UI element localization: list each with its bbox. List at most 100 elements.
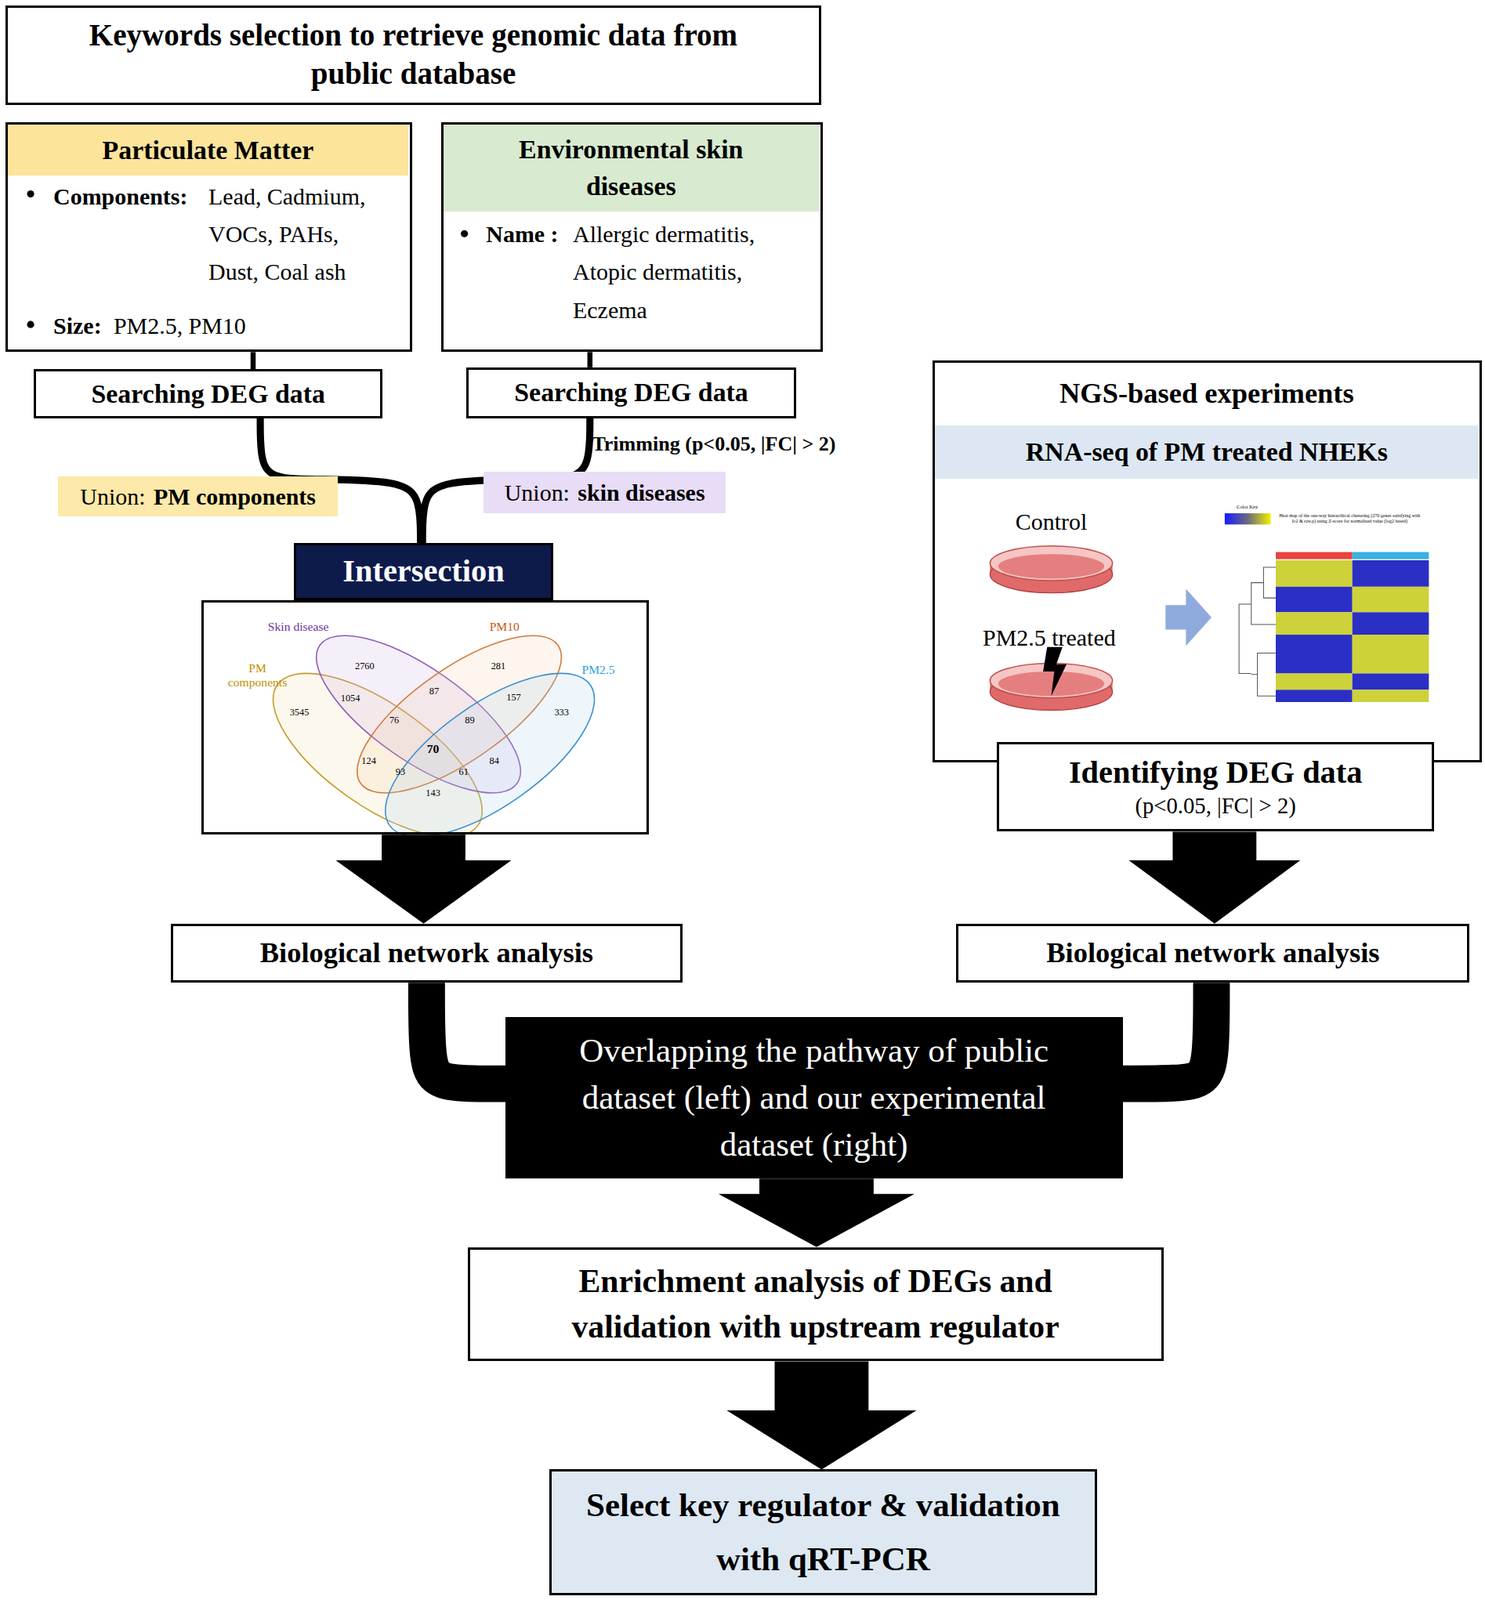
connector-line (587, 351, 594, 368)
node-text: 281 (491, 659, 507, 672)
heatmap-cell (1275, 673, 1353, 691)
group-bar (1275, 552, 1353, 560)
petri-dish (989, 546, 1112, 581)
heatmap-cell (1352, 673, 1430, 691)
annotation-label: Heat map of the one-way hierarchical clu… (1275, 513, 1424, 525)
union-tag: Union:skin diseases (483, 471, 726, 514)
connector-line (426, 982, 508, 1084)
process-box: Searching DEG data (466, 367, 797, 419)
node-text: 61 (458, 766, 468, 779)
title-box: Keywords selection to retrieve genomic d… (5, 5, 823, 106)
bullet (27, 190, 35, 198)
node-text: Enrichment analysis of DEGs and validati… (509, 1258, 1122, 1351)
node-text: Searching DEG data (514, 376, 749, 410)
annotation-label: Control (1015, 507, 1087, 537)
node-text: 70 (427, 742, 440, 757)
connector-line (1172, 831, 1257, 861)
node-text: NGS-based experiments (934, 373, 1478, 414)
node-text: Allergic dermatitis, Atopic dermatitis, … (572, 215, 793, 330)
connector (1119, 982, 1212, 1084)
node-text: PM2.5, PM10 (113, 307, 247, 345)
connector (718, 1178, 915, 1247)
node-text: 93 (395, 766, 406, 779)
node-text: PM2.5 (582, 662, 616, 678)
node-text: 143 (425, 787, 441, 800)
connector (426, 982, 508, 1084)
heatmap-cell (1352, 586, 1430, 613)
petri-cells (998, 671, 1105, 696)
process-arrow (1165, 588, 1212, 646)
heatmap-cell (1275, 586, 1353, 613)
heatmap-cell (1275, 689, 1353, 703)
annotation-label: Trimming (p<0.05, |FC| > 2) (591, 431, 836, 457)
annotation-label: PM2.5 treated (982, 623, 1116, 652)
group-bar (1352, 552, 1430, 560)
venn-panel: Skin disease PM10 PM components PM2.5 2760 28… (201, 600, 650, 836)
panel-band: RNA-seq of PM treated NHEKs (934, 425, 1478, 479)
annotation-label: Color Key (1236, 503, 1258, 511)
node-text: skin diseases (577, 478, 705, 508)
dendrogram (1238, 567, 1276, 696)
category-box: Particulate MatterComponents:Lead, Cadmi… (5, 122, 413, 352)
connector-line (422, 418, 591, 544)
heatmap-cell (1352, 560, 1430, 587)
petri-cells (998, 554, 1105, 579)
bullet (460, 230, 468, 238)
node-text: Skin disease (268, 619, 330, 635)
node-text: PM components (224, 661, 292, 692)
process-box: Identifying DEG data(p<0.05, |FC| > 2) (996, 742, 1434, 833)
node-text: 3545 (289, 706, 310, 719)
node-text: Size: (53, 307, 102, 345)
process-box: Biological network analysis (956, 923, 1470, 984)
heatmap-cell (1352, 689, 1430, 703)
bullet (27, 321, 35, 329)
arrow-head (726, 1410, 917, 1471)
arrow-head (1128, 860, 1301, 924)
connector (589, 351, 591, 368)
header-box: Intersection (293, 543, 554, 601)
connector-line (759, 1178, 874, 1196)
node-text: Biological network analysis (1046, 935, 1380, 972)
connector-line (381, 834, 466, 862)
arrow-head (718, 1194, 915, 1248)
color-key (1224, 513, 1272, 525)
connector-line (250, 351, 257, 370)
connector (252, 351, 254, 370)
connector (422, 418, 591, 544)
node-text: 89 (464, 713, 475, 726)
connector (335, 834, 511, 924)
node-text: 333 (554, 706, 569, 719)
node-text: RNA-seq of PM treated NHEKs (1025, 435, 1388, 469)
process-box: Searching DEG data (33, 369, 383, 419)
node-text: (p<0.05, |FC| > 2) (1135, 792, 1297, 821)
heatmap-cell (1275, 612, 1353, 635)
node-text: 84 (489, 754, 500, 767)
node-text: Name : (485, 215, 558, 254)
node-text: Overlapping the pathway of public datase… (558, 1027, 1069, 1170)
heatmap-cell (1275, 560, 1353, 587)
heatmap-cell (1352, 634, 1430, 674)
union-tag: Union: PM components (57, 476, 338, 517)
node-text: 76 (389, 713, 399, 726)
node-text: 1054 (340, 692, 361, 705)
node-text: Biological network analysis (260, 935, 594, 972)
connector (726, 1361, 917, 1470)
merge-box: Overlapping the pathway of public datase… (505, 1017, 1123, 1179)
node-text: PM10 (489, 619, 520, 635)
node-text: Union: (79, 481, 145, 511)
node-text: Environmental skin diseases (443, 124, 819, 212)
process-box: Enrichment analysis of DEGs and validati… (467, 1247, 1164, 1362)
node-text: Components: (53, 177, 188, 216)
connector-line (775, 1361, 870, 1412)
category-box: Environmental skin diseasesName : Allergi… (441, 122, 823, 352)
node-text: Searching DEG data (90, 377, 326, 411)
node-text: Select key regulator & validation with q… (583, 1478, 1063, 1587)
node-text: 2760 (354, 659, 375, 672)
node-text: Identifying DEG data (1068, 753, 1363, 793)
result-box: Select key regulator & validation with q… (549, 1469, 1098, 1595)
node-text: 87 (429, 685, 439, 698)
experiment-panel: NGS-based experimentsRNA-seq of PM treat… (932, 360, 1482, 763)
node-text: 124 (361, 754, 377, 767)
arrow-head (335, 860, 511, 924)
node-text: PM components (153, 481, 316, 511)
